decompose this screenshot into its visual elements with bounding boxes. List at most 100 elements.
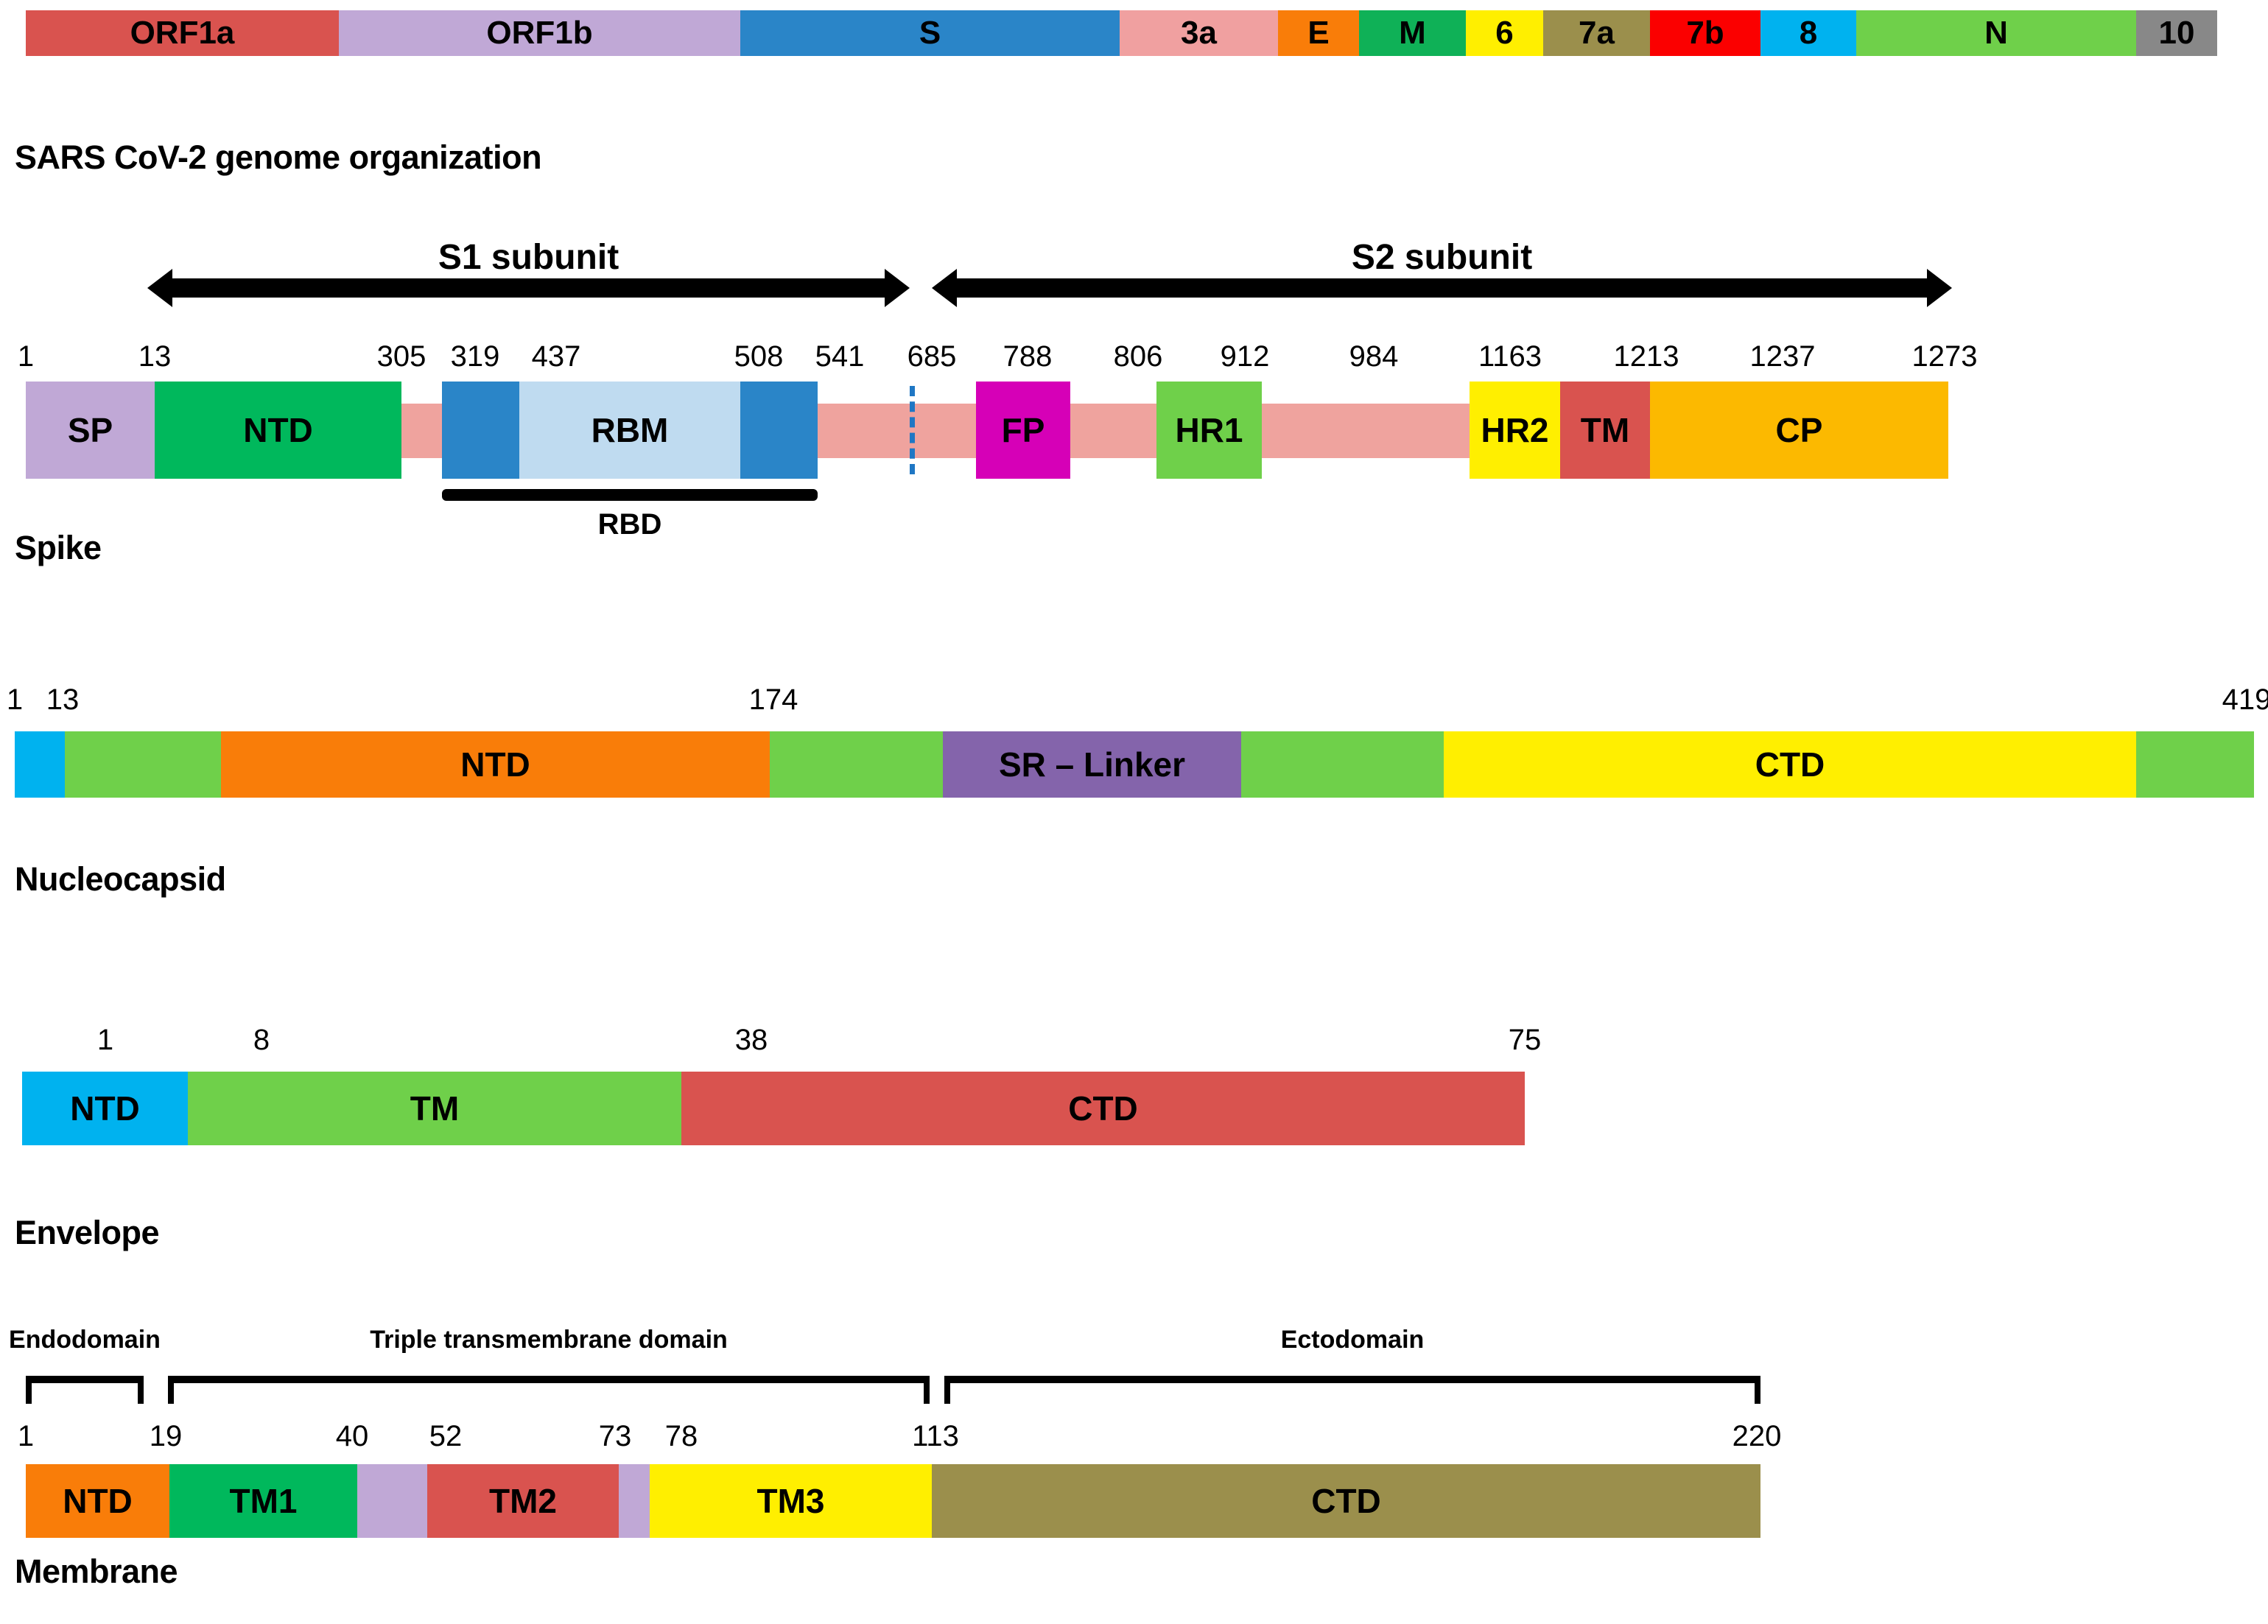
bracket-leg-right xyxy=(138,1376,144,1404)
spike-domain-hr1: HR1 xyxy=(1156,382,1262,479)
segment-label: ORF1a xyxy=(130,15,235,51)
envelope-domain-tm: TM xyxy=(188,1072,681,1145)
spike-tick-13: 13 xyxy=(138,340,172,373)
envelope-tick-8: 8 xyxy=(253,1024,270,1056)
rbd-label: RBD xyxy=(597,508,662,541)
nucleocapsid-tick-419: 419 xyxy=(2222,683,2268,716)
segment-label: NTD xyxy=(63,1482,133,1520)
nucleocapsid-domain-spacer-0 xyxy=(15,731,65,798)
subunit-label-s2: S2 subunit xyxy=(1351,238,1533,277)
genome-segment-7b: 7b xyxy=(1650,10,1760,56)
bracket-top-line xyxy=(26,1376,144,1383)
membrane-domain-tm3: TM3 xyxy=(650,1464,932,1538)
genome-segment-10: 10 xyxy=(2136,10,2217,56)
nucleocapsid-domain-spacer-5 xyxy=(1241,731,1444,798)
spike-tick-1163: 1163 xyxy=(1478,340,1542,373)
membrane-tick-52: 52 xyxy=(429,1420,463,1452)
spike-tick-912: 912 xyxy=(1220,340,1270,373)
arrow-head-left-icon xyxy=(932,269,957,307)
segment-label: NTD xyxy=(70,1089,140,1128)
spike-tick-437: 437 xyxy=(531,340,581,373)
bracket-leg-left xyxy=(944,1376,950,1404)
segment-label: 6 xyxy=(1495,15,1514,51)
segment-label: CTD xyxy=(1311,1482,1381,1520)
segment-label: CTD xyxy=(1068,1089,1138,1128)
nucleocapsid-domain-ctd: CTD xyxy=(1444,731,2136,798)
segment-label: CTD xyxy=(1755,745,1825,784)
nucleocapsid-domain-ntd: NTD xyxy=(221,731,770,798)
segment-label: NTD xyxy=(243,411,313,449)
bracket-leg-left xyxy=(168,1376,174,1404)
subunit-arrow-shaft xyxy=(957,278,1927,298)
spike-tick-806: 806 xyxy=(1113,340,1163,373)
bracket-leg-right xyxy=(1755,1376,1760,1404)
envelope-domain-ntd: NTD xyxy=(22,1072,188,1145)
furin-cleavage-dashed-line xyxy=(910,386,915,474)
segment-label: N xyxy=(1984,15,2008,51)
nucleocapsid-tick-174: 174 xyxy=(748,683,798,716)
spike-domain-ntd: NTD xyxy=(155,382,401,479)
genome-segment-orf1b: ORF1b xyxy=(339,10,740,56)
nucleocapsid-caption: Nucleocapsid xyxy=(15,860,226,898)
spike-domain-spacer-4 xyxy=(740,382,818,479)
segment-label: SR – Linker xyxy=(998,745,1186,784)
membrane-caption: Membrane xyxy=(15,1553,178,1590)
spike-tick-984: 984 xyxy=(1349,340,1399,373)
spike-domain-fp: FP xyxy=(976,382,1070,479)
spike-tick-788: 788 xyxy=(1003,340,1053,373)
segment-label: 3a xyxy=(1181,15,1217,51)
segment-label: M xyxy=(1399,15,1426,51)
genome-segment-3a: 3a xyxy=(1120,10,1278,56)
genome-segment-8: 8 xyxy=(1760,10,1856,56)
spike-tick-1213: 1213 xyxy=(1613,340,1679,373)
nucleocapsid-domain-spacer-7 xyxy=(2136,731,2254,798)
bracket-label-ectodomain: Ectodomain xyxy=(1280,1326,1425,1354)
envelope-domain-ctd: CTD xyxy=(681,1072,1525,1145)
segment-label: S xyxy=(919,15,941,51)
genome-caption: SARS CoV-2 genome organization xyxy=(15,138,542,176)
segment-label: TM1 xyxy=(229,1482,298,1520)
spike-tick-1: 1 xyxy=(17,340,35,373)
subunit-label-s1: S1 subunit xyxy=(438,238,619,277)
membrane-tick-40: 40 xyxy=(335,1420,369,1452)
spike-domain-spacer-2 xyxy=(442,382,519,479)
spike-tick-319: 319 xyxy=(450,340,500,373)
segment-label: TM xyxy=(1580,411,1630,449)
membrane-tick-78: 78 xyxy=(664,1420,698,1452)
genome-segment-e: E xyxy=(1278,10,1359,56)
arrow-head-right-icon xyxy=(885,269,910,307)
genome-segment-6: 6 xyxy=(1466,10,1543,56)
bracket-top-line xyxy=(944,1376,1760,1383)
membrane-tick-1: 1 xyxy=(17,1420,35,1452)
segment-label: 7a xyxy=(1579,15,1615,51)
bracket-label-endodomain: Endodomain xyxy=(9,1326,161,1354)
segment-label: TM xyxy=(410,1089,460,1128)
arrow-head-left-icon xyxy=(147,269,172,307)
segment-label: 10 xyxy=(2158,15,2195,51)
nucleocapsid-tick-1: 1 xyxy=(6,683,24,716)
membrane-tick-220: 220 xyxy=(1732,1420,1782,1452)
spike-tick-685: 685 xyxy=(907,340,957,373)
bracket-top-line xyxy=(168,1376,930,1383)
segment-label: SP xyxy=(67,411,113,449)
membrane-domain-tm1: TM1 xyxy=(169,1464,357,1538)
segment-label: CP xyxy=(1775,411,1823,449)
spike-tick-508: 508 xyxy=(734,340,784,373)
membrane-domain-tm2: TM2 xyxy=(427,1464,619,1538)
segment-label: HR1 xyxy=(1175,411,1243,449)
segment-label: 7b xyxy=(1686,15,1724,51)
membrane-tick-113: 113 xyxy=(912,1420,959,1452)
spike-tick-305: 305 xyxy=(376,340,426,373)
nucleocapsid-domain-sr-linker: SR – Linker xyxy=(943,731,1241,798)
spike-domain-hr2: HR2 xyxy=(1470,382,1560,479)
membrane-domain-ctd: CTD xyxy=(932,1464,1760,1538)
bracket-leg-right xyxy=(924,1376,930,1404)
segment-label: TM2 xyxy=(489,1482,557,1520)
genome-segment-7a: 7a xyxy=(1543,10,1650,56)
segment-label: HR2 xyxy=(1481,411,1549,449)
spike-domain-sp: SP xyxy=(26,382,155,479)
bracket-leg-left xyxy=(26,1376,32,1404)
spike-tick-1237: 1237 xyxy=(1749,340,1816,373)
genome-segment-m: M xyxy=(1359,10,1466,56)
